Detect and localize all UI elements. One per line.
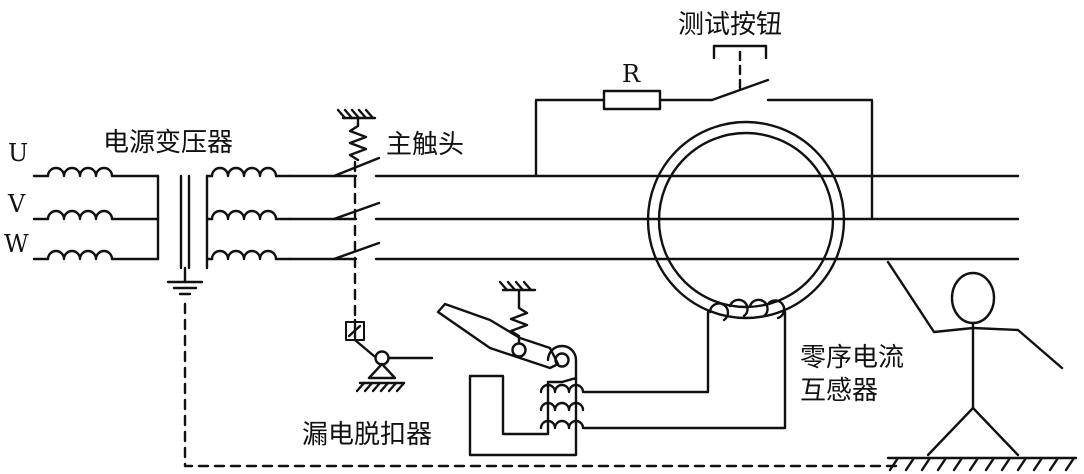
main-contacts [332,156,381,261]
protective-earth-dashed-line [183,302,902,468]
test-circuit [534,44,874,221]
resistor-label: R [622,60,641,88]
transformer-core [179,174,191,270]
leakage-release-label: 漏电脱扣器 [302,420,433,450]
ct-secondary-winding [582,298,787,430]
trip-latch [345,318,376,358]
main-contact-label: 主触头 [386,130,465,160]
neutral-ground-symbol [166,266,204,296]
power-transformer-label: 电源变压器 [103,128,234,158]
phase-v-label: V [8,190,26,218]
trip-lever [436,280,560,370]
transformer-primary-coils [32,166,160,261]
test-button-cap [712,44,768,60]
main-contact-spring [336,108,377,162]
earth-ground-bar [886,456,1078,472]
zero-seq-ct-label-line1: 零序电流 [800,343,905,373]
release-coil [539,383,585,430]
person-figure [886,260,1064,457]
test-button-contact [710,78,770,102]
latch-pivot-ground [355,350,434,393]
three-phase-lines [288,174,1020,261]
transformer-secondary-coils [205,166,292,270]
test-button-label: 测试按钮 [678,10,783,40]
release-yoke [468,344,578,457]
phase-u-label: U [8,139,29,167]
resistor [602,89,662,111]
phase-w-label: W [4,230,29,258]
zero-sequence-ct [646,120,846,320]
zero-seq-ct-label-line2: 互感器 [800,376,879,406]
